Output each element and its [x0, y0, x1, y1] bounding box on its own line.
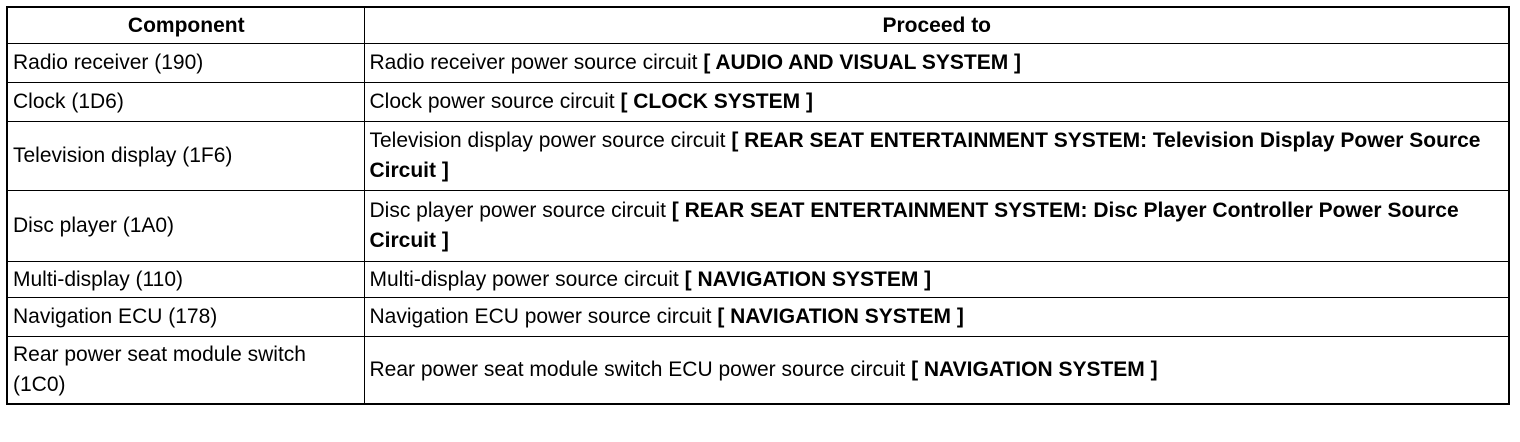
component-cell: Clock (1D6)	[6, 82, 365, 122]
table-row: Rear power seat module switch (1C0) Rear…	[6, 336, 1510, 405]
proceed-to-cell: Disc player power source circuit [ REAR …	[363, 190, 1510, 262]
circuit-text: Television display power source circuit	[369, 129, 726, 152]
reference-link[interactable]: [ NAVIGATION SYSTEM ]	[911, 358, 1158, 381]
proceed-to-cell: Multi-display power source circuit [ NAV…	[363, 261, 1510, 298]
reference-link[interactable]: [ NAVIGATION SYSTEM ]	[684, 267, 932, 291]
circuit-text: Disc player power source circuit	[369, 199, 666, 222]
component-cell: Disc player (1A0)	[6, 190, 365, 262]
component-cell: Television display (1F6)	[6, 121, 365, 191]
proceed-to-cell: Navigation ECU power source circuit [ NA…	[363, 297, 1510, 337]
circuit-text: Multi-display power source circuit	[369, 267, 679, 291]
table-row: Radio receiver (190) Radio receiver powe…	[6, 43, 1510, 83]
table-row: Television display (1F6) Television disp…	[6, 121, 1510, 191]
reference-link[interactable]: [ REAR SEAT ENTERTAINMENT SYSTEM: Televi…	[369, 129, 1481, 182]
reference-link[interactable]: [ CLOCK SYSTEM ]	[620, 90, 813, 113]
table-header-row: Component Proceed to	[6, 6, 1510, 44]
table-row: Clock (1D6) Clock power source circuit […	[6, 82, 1510, 122]
component-cell: Rear power seat module switch (1C0)	[6, 336, 365, 405]
table-row: Disc player (1A0) Disc player power sour…	[6, 190, 1510, 262]
proceed-to-cell: Television display power source circuit …	[363, 121, 1510, 191]
proceed-to-cell: Rear power seat module switch ECU power …	[363, 336, 1510, 405]
table-row: Multi-display (110) Multi-display power …	[6, 261, 1510, 298]
proceed-to-cell: Clock power source circuit [ CLOCK SYSTE…	[363, 82, 1510, 122]
circuit-text: Navigation ECU power source circuit	[369, 305, 712, 328]
proceed-to-cell: Radio receiver power source circuit [ AU…	[363, 43, 1510, 83]
column-header-proceed-to: Proceed to	[363, 6, 1510, 44]
reference-link[interactable]: [ REAR SEAT ENTERTAINMENT SYSTEM: Disc P…	[369, 199, 1459, 252]
table-row: Navigation ECU (178) Navigation ECU powe…	[6, 297, 1510, 337]
circuit-text: Radio receiver power source circuit	[369, 51, 698, 74]
column-header-component: Component	[6, 6, 365, 44]
circuit-text: Clock power source circuit	[369, 90, 615, 113]
reference-link[interactable]: [ AUDIO AND VISUAL SYSTEM ]	[703, 51, 1022, 74]
reference-link[interactable]: [ NAVIGATION SYSTEM ]	[717, 305, 964, 328]
component-cell: Radio receiver (190)	[6, 43, 365, 83]
document-page: Component Proceed to Radio receiver (190…	[6, 6, 1510, 405]
component-table: Component Proceed to Radio receiver (190…	[6, 6, 1510, 405]
component-cell: Navigation ECU (178)	[6, 297, 365, 337]
component-cell: Multi-display (110)	[6, 261, 365, 298]
circuit-text: Rear power seat module switch ECU power …	[369, 358, 906, 381]
